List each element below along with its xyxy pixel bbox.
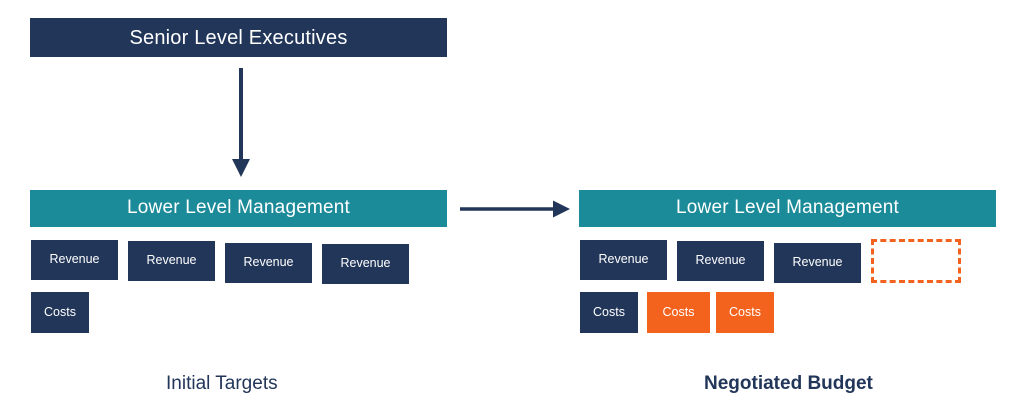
revenue-label: Revenue: [695, 253, 746, 268]
revenue-placeholder-dashed-box: [871, 239, 961, 283]
revenue-box: Revenue: [225, 243, 312, 283]
revenue-label: Revenue: [49, 252, 100, 267]
revenue-label: Revenue: [243, 255, 294, 270]
revenue-box: Revenue: [31, 240, 118, 280]
costs-label: Costs: [662, 304, 695, 319]
revenue-label: Revenue: [598, 252, 649, 267]
right-arrow-icon: [460, 200, 570, 218]
lower-level-management-label: Lower Level Management: [126, 197, 351, 219]
costs-box-orange: Costs: [716, 292, 774, 333]
costs-box: Costs: [580, 292, 638, 333]
revenue-box: Revenue: [580, 240, 667, 280]
lower-level-management-label: Lower Level Management: [675, 197, 900, 219]
costs-label: Costs: [44, 304, 76, 319]
costs-label: Costs: [593, 304, 625, 319]
costs-box: Costs: [31, 292, 89, 333]
caption-negotiated-budget: Negotiated Budget: [704, 373, 873, 394]
caption-initial-targets: Initial Targets: [166, 373, 278, 394]
revenue-box: Revenue: [774, 243, 861, 283]
revenue-label: Revenue: [792, 255, 843, 270]
revenue-label: Revenue: [146, 253, 197, 268]
lower-level-management-header-right: Lower Level Management: [579, 190, 996, 227]
lower-level-management-header-left: Lower Level Management: [30, 190, 447, 227]
revenue-box: Revenue: [128, 241, 215, 281]
revenue-label: Revenue: [340, 256, 391, 271]
costs-box-orange: Costs: [647, 292, 710, 333]
costs-label: Costs: [729, 304, 761, 319]
down-arrow-icon: [232, 68, 250, 177]
senior-level-executives-label: Senior Level Executives: [129, 26, 348, 49]
revenue-box: Revenue: [677, 241, 764, 281]
revenue-box: Revenue: [322, 244, 409, 284]
senior-level-executives-box: Senior Level Executives: [30, 18, 447, 57]
